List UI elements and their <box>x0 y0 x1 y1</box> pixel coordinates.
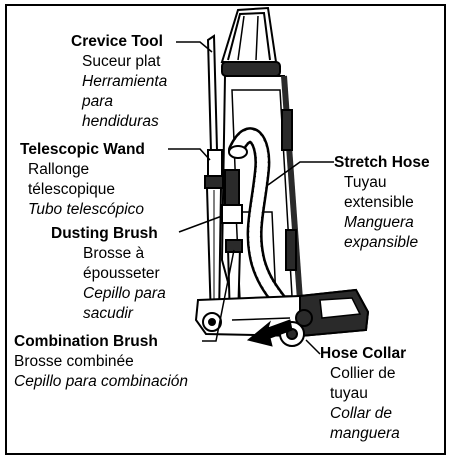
callout-stretch-hose: Stretch Hose Tuyau extensible Manguera e… <box>334 153 430 253</box>
callout-es-line: sacudir <box>83 304 166 324</box>
callout-es-line: Cepillo para <box>83 284 166 304</box>
callout-hose-collar: Hose Collar Collier de tuyau Collar de m… <box>320 344 406 444</box>
callout-fr-line: extensible <box>344 193 430 213</box>
callout-fr-line: Tuyau <box>344 173 430 193</box>
callout-es-line: Cepillo para combinación <box>14 372 188 392</box>
callout-es-line: Tubo telescópico <box>28 200 145 220</box>
callout-es-line: Herramienta <box>82 72 167 92</box>
callout-es-line: Collar de <box>330 404 406 424</box>
callout-fr-line: Brosse à <box>83 244 166 264</box>
callout-es-line: para <box>82 92 167 112</box>
vacuum-base <box>196 290 368 346</box>
callout-fr-line: Suceur plat <box>82 52 167 72</box>
callout-dusting-brush: Dusting Brush Brosse à épousseter Cepill… <box>51 224 166 324</box>
callout-es-line: manguera <box>330 424 406 444</box>
callout-fr-line: Rallonge <box>28 160 145 180</box>
callout-crevice-tool: Crevice Tool Suceur plat Herramienta par… <box>71 32 167 132</box>
callout-title: Dusting Brush <box>51 224 166 244</box>
callout-es-line: expansible <box>344 233 430 253</box>
callout-title: Stretch Hose <box>334 153 430 173</box>
callout-fr-line: épousseter <box>83 264 166 284</box>
callout-fr-line: Brosse combinée <box>14 352 188 372</box>
callout-es-line: Manguera <box>344 213 430 233</box>
callout-title: Combination Brush <box>14 332 188 352</box>
callout-fr-line: télescopique <box>28 180 145 200</box>
callout-combination-brush: Combination Brush Brosse combinée Cepill… <box>14 332 188 392</box>
callout-fr-line: tuyau <box>330 384 406 404</box>
callout-title: Telescopic Wand <box>20 140 145 160</box>
callout-es-line: hendiduras <box>82 112 167 132</box>
callout-title: Hose Collar <box>320 344 406 364</box>
callout-title: Crevice Tool <box>71 32 167 52</box>
callout-fr-line: Collier de <box>330 364 406 384</box>
callout-telescopic-wand: Telescopic Wand Rallonge télescopique Tu… <box>20 140 145 220</box>
